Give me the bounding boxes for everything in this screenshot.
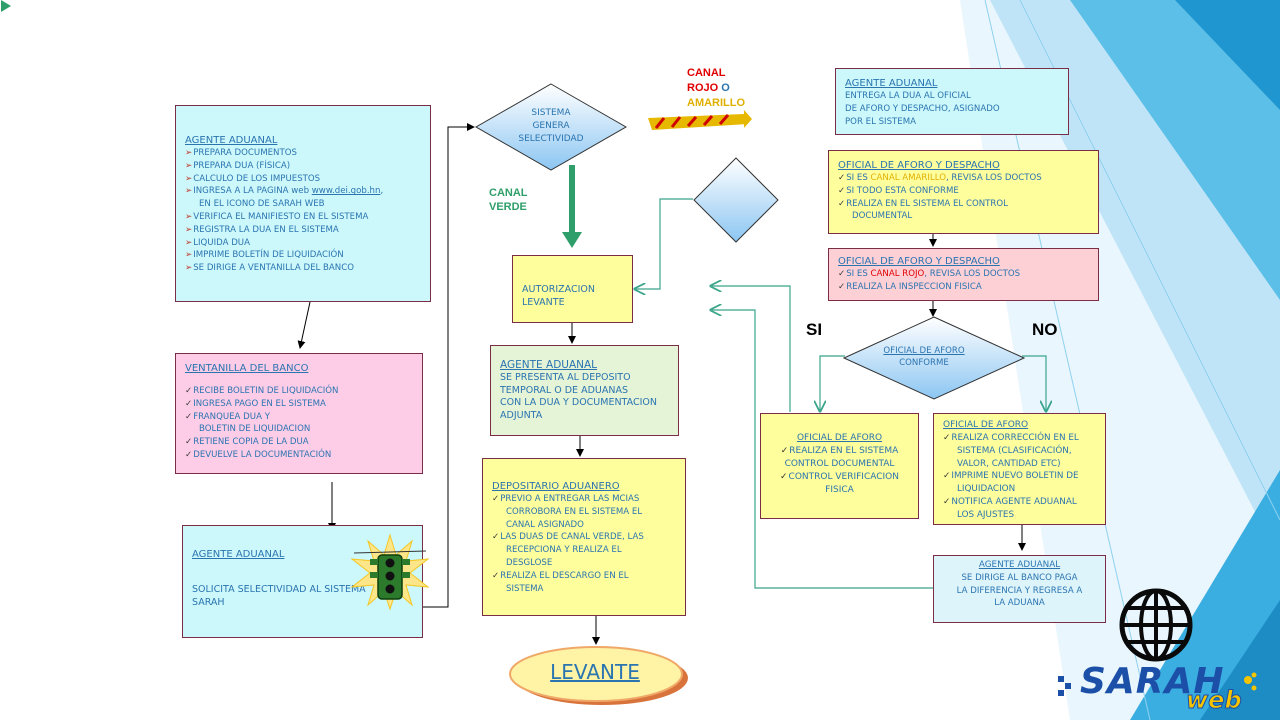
globe-icon	[1119, 588, 1193, 662]
list-item: ✓RECIBE BOLETIN DE LIQUIDACIÓN	[185, 386, 339, 396]
box-agente-deposito: AGENTE ADUANAL SE PRESENTA AL DEPOSITO T…	[490, 345, 679, 436]
list-item: ✓SI ES CANAL AMARILLO, REVISA LOS DOCTOS	[838, 173, 1042, 183]
list-item: ➢PREPARA DOCUMENTOS	[185, 148, 297, 158]
box-depositario-aduanero: DEPOSITARIO ADUANERO ✓PREVIO A ENTREGAR …	[482, 458, 686, 616]
box-oficial-si-result: OFICIAL DE AFORO ✓REALIZA EN EL SISTEMA …	[760, 413, 919, 519]
list-item: ✓INGRESA PAGO EN EL SISTEMA	[185, 398, 326, 409]
canal-label: CANAL	[687, 67, 726, 79]
list-item: ✓REALIZA EN EL SISTEMA	[780, 446, 899, 456]
list-item-cont: LOS AJUSTES	[957, 509, 1015, 520]
box-oficial-canal-rojo: OFICIAL DE AFORO Y DESPACHO ✓SI ES CANAL…	[828, 248, 1099, 301]
list-item-cont: SISTEMA	[506, 583, 544, 594]
si-label: SI	[806, 320, 823, 339]
box-oficial-no-result: OFICIAL DE AFORO ✓REALIZA CORRECCIÓN EN …	[933, 413, 1106, 525]
list-item-cont: SISTEMA (CLASIFICACIÓN, VALOR, CANTIDAD …	[957, 445, 1072, 469]
box-ventanilla-banco: VENTANILLA DEL BANCO ✓RECIBE BOLETIN DE …	[175, 353, 423, 474]
list-item-cont: CORROBORA EN EL SISTEMA EL CANAL ASIGNAD…	[506, 506, 643, 530]
canal-verde-line2: VERDE	[489, 201, 527, 213]
box-title: OFICIAL DE AFORO	[943, 420, 1029, 430]
box-title: AGENTE ADUANAL	[185, 135, 278, 146]
list-item: ✓LAS DUAS DE CANAL VERDE, LAS	[492, 532, 644, 543]
box-title: VENTANILLA DEL BANCO	[185, 363, 309, 374]
list-item: ✓RETIENE COPIA DE LA DUA	[185, 437, 309, 448]
list-item: ➢CALCULO DE LOS IMPUESTOS	[185, 173, 321, 184]
decision-aforo-conforme	[843, 316, 1025, 400]
list-item: ➢IMPRIME BOLETÍN DE LIQUIDACIÓN	[185, 250, 344, 261]
decision-sistema-text: SISTEMA GENERA SELECTIVIDAD	[518, 108, 584, 144]
box-title: OFICIAL DE AFORO	[796, 433, 883, 443]
list-item-cont: BOLETIN DE LIQUIDACION	[199, 424, 311, 435]
box-title: DEPOSITARIO ADUANERO	[492, 481, 620, 492]
canal-verde-label: CANAL VERDE	[489, 186, 528, 214]
list-item: ➢VERIFICA EL MANIFIESTO EN EL SISTEMA	[185, 211, 369, 222]
list-item-cont: EN EL ICONO DE SARAH WEB	[199, 199, 325, 210]
box-text: ENTREGA LA DUA AL OFICIAL DE AFORO Y DES…	[845, 91, 1000, 127]
box-title: AGENTE ADUANAL	[845, 78, 938, 89]
logo-sarah-text: SARAH	[1080, 661, 1225, 702]
list-item: ✓REALIZA EL DESCARGO EN EL	[492, 570, 629, 581]
list-item-cont: DOCUMENTAL	[852, 211, 913, 222]
list-item: ✓SI ES CANAL ROJO, REVISA LOS DOCTOS	[838, 269, 1021, 279]
no-label: NO	[1032, 320, 1058, 339]
box-title: AGENTE ADUANAL	[192, 549, 285, 560]
rojo-label: ROJO	[687, 82, 719, 94]
box-autorizacion-levante: AUTORIZACION LEVANTE	[512, 255, 633, 323]
decision-aforo-title: OFICIAL DE AFORO	[883, 346, 965, 356]
box-title: AGENTE ADUANAL	[978, 560, 1061, 570]
canal-rojo-amarillo-label: CANAL ROJO O AMARILLO	[687, 66, 745, 111]
list-item: ✓FRANQUEA DUA Y	[185, 411, 270, 422]
list-item-cont: RECEPCIONA Y REALIZA EL DESGLOSE	[506, 545, 622, 568]
logo-web-text: web	[1186, 686, 1243, 715]
list-item: ✓IMPRIME NUEVO BOLETIN DE	[943, 471, 1079, 482]
box-agente-aduanal-prepara: AGENTE ADUANAL ➢PREPARA DOCUMENTOS ➢PREP…	[175, 105, 431, 302]
list-item: ➢INGRESA A LA PAGINA web www.dei.gob.hn,	[185, 186, 384, 197]
list-item: ✓NOTIFICA AGENTE ADUANAL	[943, 496, 1077, 507]
box-agente-entrega-dua: AGENTE ADUANAL ENTREGA LA DUA AL OFICIAL…	[835, 68, 1069, 135]
decision-aforo-label: CONFORME	[899, 358, 949, 368]
list-item: ✓REALIZA EN EL SISTEMA EL CONTROL	[838, 198, 1008, 209]
list-item-cont: FISICA	[825, 485, 854, 495]
o-label: O	[721, 82, 730, 94]
list-item: ✓DEVUELVE LA DOCUMENTACIÓN	[185, 449, 332, 460]
list-item: ➢SE DIRIGE A VENTANILLA DEL BANCO	[185, 263, 354, 274]
list-item: ✓REALIZA CORRECCIÓN EN EL	[943, 433, 1079, 443]
traffic-light-icon	[350, 533, 430, 611]
box-title: AGENTE ADUANAL	[500, 359, 598, 371]
list-item-cont: LIQUIDACION	[957, 484, 1016, 495]
box-text: SE PRESENTA AL DEPOSITO TEMPORAL O DE AD…	[500, 372, 657, 421]
levante-oval	[509, 646, 688, 705]
logo-dots-icon	[1244, 672, 1257, 691]
decision-sistema-selectividad	[475, 83, 627, 171]
list-item: ✓CONTROL VERIFICACION	[780, 472, 899, 482]
decision-canal-diamond	[693, 157, 779, 243]
logo-arrow-icon	[1058, 676, 1071, 696]
box-title: OFICIAL DE AFORO Y DESPACHO	[838, 160, 1000, 171]
canal-verde-line1: CANAL	[489, 187, 528, 199]
dei-link[interactable]: www.dei.gob.hn	[311, 186, 381, 197]
levante-text: LEVANTE	[550, 660, 640, 684]
box-oficial-canal-amarillo: OFICIAL DE AFORO Y DESPACHO ✓SI ES CANAL…	[828, 150, 1099, 234]
list-item: ➢PREPARA DUA (FÍSICA)	[185, 160, 291, 171]
list-item-cont: CONTROL DOCUMENTAL	[784, 459, 895, 469]
box-title: OFICIAL DE AFORO Y DESPACHO	[838, 256, 1000, 267]
amarillo-label: AMARILLO	[687, 97, 746, 109]
box-text: SOLICITA SELECTIVIDAD AL SISTEMA SARAH	[192, 584, 366, 608]
box-text: SE DIRIGE AL BANCO PAGA LA DIFERENCIA Y …	[956, 573, 1083, 609]
list-item: ✓SI TODO ESTA CONFORME	[838, 185, 959, 196]
sarah-web-logo: SARAH web	[1058, 661, 1263, 716]
list-item: ✓REALIZA LA INSPECCION FISICA	[838, 281, 982, 292]
list-item: ✓PREVIO A ENTREGAR LAS MCIAS	[492, 494, 640, 504]
decision-aforo-text: OFICIAL DE AFORO CONFORME	[873, 345, 975, 369]
list-item: ➢REGISTRA LA DUA EN EL SISTEMA	[185, 224, 339, 235]
list-item: ➢LIQUIDA DUA	[185, 237, 250, 248]
box-text: AUTORIZACION LEVANTE	[522, 284, 595, 308]
box-agente-paga-diferencia: AGENTE ADUANAL SE DIRIGE AL BANCO PAGA L…	[933, 555, 1106, 623]
